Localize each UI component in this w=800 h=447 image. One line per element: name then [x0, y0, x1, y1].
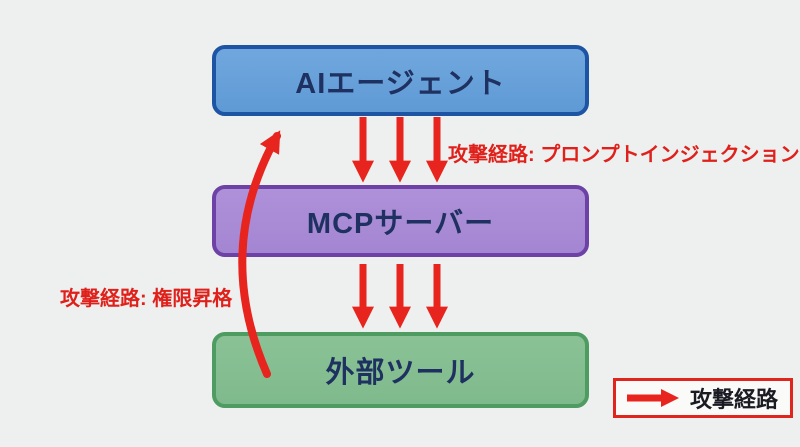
node-ai-agent: AIエージェント	[212, 45, 589, 116]
label-prompt-injection: 攻撃経路: プロンプトインジェクション	[448, 144, 800, 166]
attack-path-arrow-icon	[627, 389, 679, 407]
legend-box: 攻撃経路	[613, 378, 793, 418]
label-privilege-escalation: 攻撃経路: 権限昇格	[60, 288, 233, 310]
node-external-tools-label: 外部ツール	[325, 357, 476, 389]
node-ai-agent-label: AIエージェント	[295, 67, 506, 100]
node-mcp-server-label: MCPサーバー	[306, 208, 495, 240]
node-mcp-server: MCPサーバー	[212, 185, 589, 257]
legend-label: 攻撃経路	[690, 387, 779, 412]
node-external-tools: 外部ツール	[212, 332, 589, 408]
